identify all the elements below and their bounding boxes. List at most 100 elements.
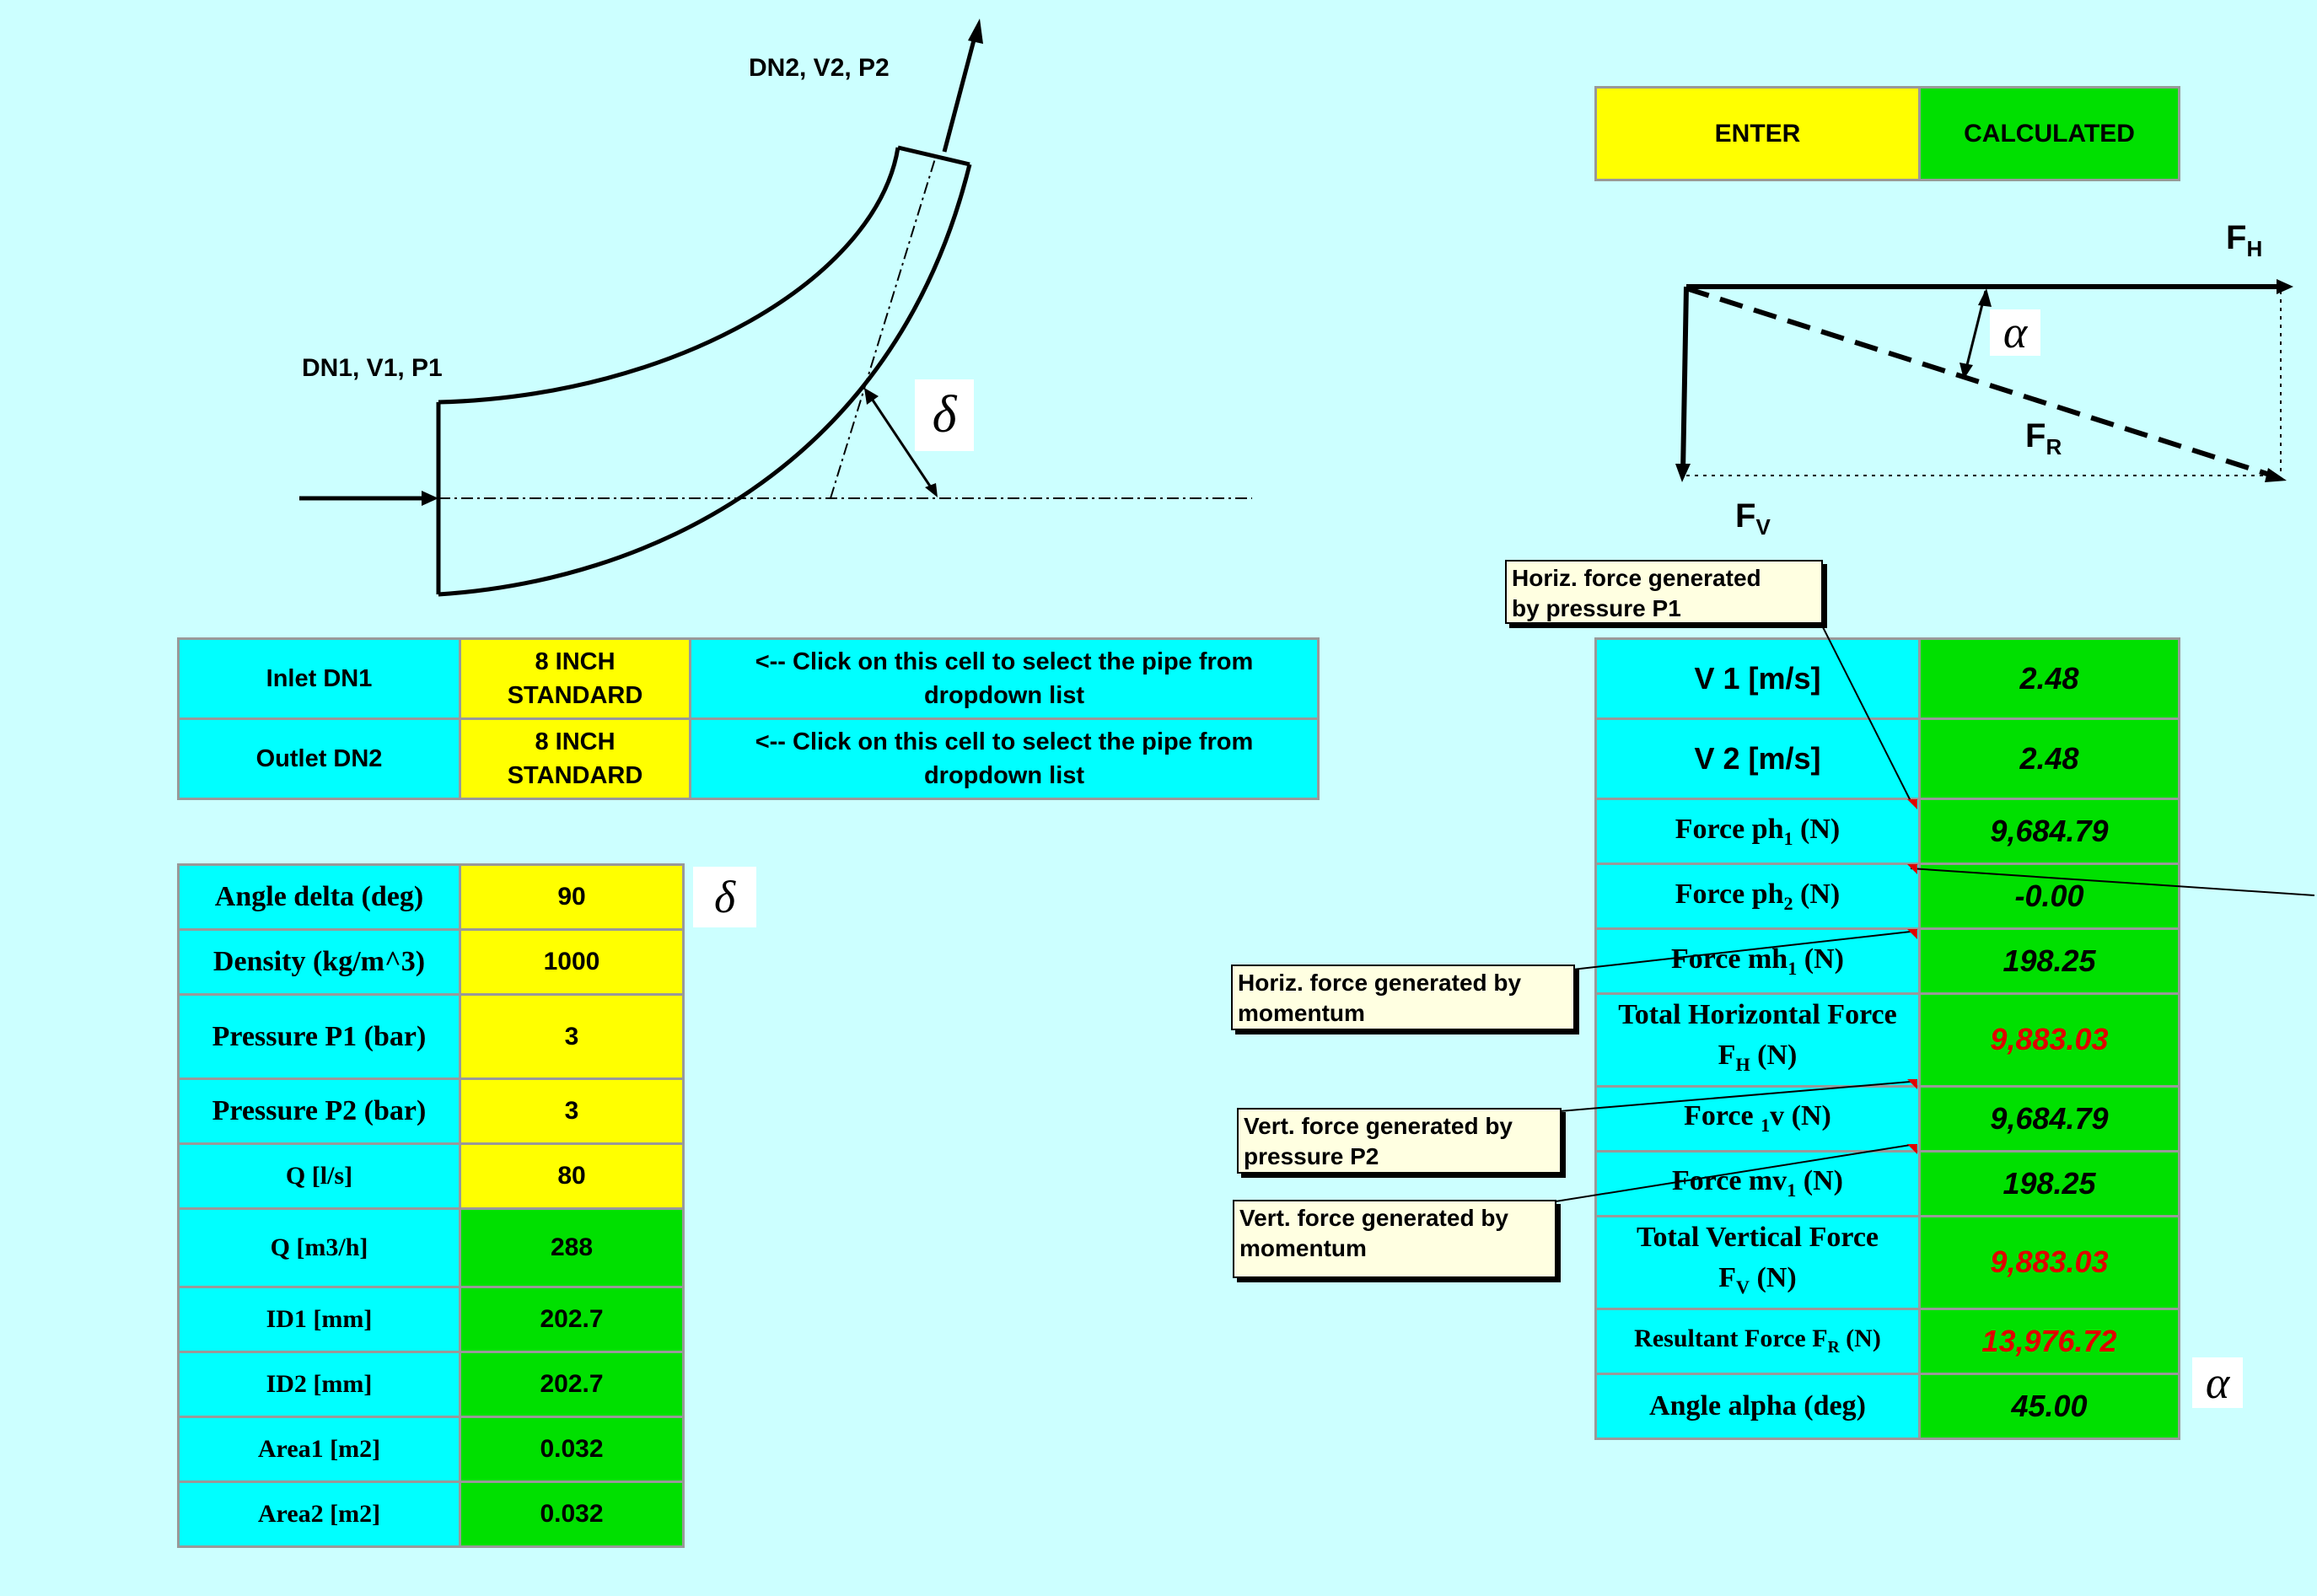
outlet-dn2-size: 8 INCH — [535, 728, 616, 755]
angle-alpha-value: 45.00 — [1918, 1372, 2180, 1440]
fv-arrow-head — [1675, 464, 1691, 482]
area2-value: 0.032 — [459, 1480, 685, 1548]
area1-label: Area1 [m2] — [177, 1416, 461, 1483]
force-ph2-value: -0.00 — [1918, 862, 2180, 930]
v1-value: 2.48 — [1918, 637, 2180, 720]
id2-value: 202.7 — [459, 1351, 685, 1418]
outlet-dn2-label: Outlet DN2 — [177, 717, 461, 800]
comment-horiz-pressure-line2: by pressure P1 — [1512, 595, 1681, 621]
legend-table: ENTER CALCULATED — [1594, 86, 2180, 181]
force-1v-label: Force 1v (N) — [1594, 1084, 1921, 1153]
outlet-hint-line1: <-- Click on this cell to select the pip… — [755, 728, 1254, 755]
leader-horiz-pressure — [1820, 623, 1911, 802]
fv-label: FV — [1735, 497, 1771, 540]
total-vertical-force-label: Total Vertical Force FV (N) — [1594, 1214, 1921, 1310]
outlet-label: DN2, V2, P2 — [749, 54, 890, 82]
fh-label: FH — [2226, 219, 2262, 262]
total-horizontal-force-line1: Total Horizontal Force — [1618, 999, 1897, 1030]
comment-horiz-momentum: Horiz. force generated by momentum — [1231, 965, 1575, 1030]
fv-cell-unit: (N) — [1750, 1261, 1797, 1293]
comment-marker-ph1 — [1907, 799, 1917, 809]
comment-horiz-momentum-line1: Horiz. force generated by — [1238, 970, 1522, 996]
inlet-dn1-select[interactable]: 8 INCH STANDARD — [459, 637, 691, 720]
leader-ph2 — [1910, 868, 2315, 896]
flow-m3h-label: Q [m3/h] — [177, 1207, 461, 1288]
inlet-label: DN1, V1, P1 — [302, 354, 443, 382]
resultant-force-value: 13,976.72 — [1918, 1307, 2180, 1375]
fv-subscript: V — [1755, 514, 1771, 540]
id1-value: 202.7 — [459, 1286, 685, 1353]
angle-alpha-label: Angle alpha (deg) — [1594, 1372, 1921, 1440]
comment-marker-1v — [1907, 1079, 1917, 1089]
force-mh1-unit: (N) — [1797, 943, 1844, 975]
fr-label: FR — [2025, 417, 2062, 460]
total-horizontal-force-line2: FH (N) — [1600, 1035, 1915, 1085]
comment-horiz-pressure-line1: Horiz. force generated — [1512, 565, 1761, 591]
outlet-dn2-select[interactable]: 8 INCH STANDARD — [459, 717, 691, 800]
force-mv1-unit: (N) — [1796, 1165, 1843, 1197]
outlet-axis-line — [830, 155, 937, 499]
delta-symbol-box: δ — [915, 379, 974, 451]
flow-ls-input[interactable]: 80 — [459, 1142, 685, 1210]
bend-inner-wall — [438, 147, 900, 405]
comment-vert-pressure-line2: pressure P2 — [1244, 1143, 1379, 1169]
fh-cell-sub: H — [1735, 1053, 1750, 1075]
v2-label: V 2 [m/s] — [1594, 717, 1921, 800]
delta-arrow-head-a — [864, 388, 879, 405]
alpha-arrow-head-top — [1978, 288, 1992, 307]
inlet-dn1-hint: <-- Click on this cell to select the pip… — [689, 637, 1320, 720]
fh-subscript: H — [2246, 236, 2263, 261]
force-vector-diagram — [1675, 279, 2293, 482]
fv-letter: F — [1735, 497, 1756, 535]
flow-ls-label: Q [l/s] — [177, 1142, 461, 1210]
total-vertical-force-line1: Total Vertical Force — [1636, 1221, 1879, 1253]
comment-vert-momentum: Vert. force generated by momentum — [1233, 1200, 1556, 1278]
area1-value: 0.032 — [459, 1416, 685, 1483]
pressure-p2-label: Pressure P2 (bar) — [177, 1077, 461, 1145]
legend-enter: ENTER — [1594, 86, 1921, 181]
outlet-dn2-schedule: STANDARD — [507, 762, 643, 789]
outlet-face — [897, 145, 970, 167]
inlet-dn1-size: 8 INCH — [535, 648, 616, 675]
fr-letter: F — [2025, 417, 2046, 454]
resultant-force-unit: (N) — [1839, 1325, 1881, 1353]
comment-marker-mh1 — [1907, 929, 1917, 939]
outlet-hint-line2: dropdown list — [923, 762, 1085, 789]
force-mh1-sub: 1 — [1787, 957, 1798, 979]
force-ph2-unit: (N) — [1793, 878, 1841, 910]
force-1v-value: 9,684.79 — [1918, 1084, 2180, 1153]
density-input[interactable]: 1000 — [459, 928, 685, 996]
delta-arrow-head-b — [925, 483, 938, 497]
fr-subscript: R — [2046, 434, 2062, 459]
alpha-symbol-box: α — [1990, 309, 2040, 356]
force-mv1-sub: 1 — [1787, 1180, 1797, 1201]
leader-horiz-momentum — [1572, 931, 1911, 970]
fr-vector — [1685, 286, 2273, 478]
total-vertical-force-value: 9,883.03 — [1918, 1214, 2180, 1310]
force-ph1-sub: 1 — [1783, 827, 1793, 849]
pressure-p1-input[interactable]: 3 — [459, 993, 685, 1080]
area2-label: Area2 [m2] — [177, 1480, 461, 1548]
force-ph2-label: Force ph2 (N) — [1594, 862, 1921, 930]
inlet-dn1-schedule: STANDARD — [507, 682, 643, 709]
total-horizontal-force-label: Total Horizontal Force FH (N) — [1594, 992, 1921, 1088]
id2-label: ID2 [mm] — [177, 1351, 461, 1418]
delta-symbol-cell: δ — [693, 867, 756, 927]
inlet-arrow-head — [422, 491, 438, 506]
force-mv1-text: Force mv — [1672, 1165, 1787, 1197]
pipe-bend-diagram — [299, 19, 1252, 597]
force-mv1-label: Force mv1 (N) — [1594, 1149, 1921, 1217]
id1-label: ID1 [mm] — [177, 1286, 461, 1353]
alpha-arrow-head-bottom — [1960, 363, 1973, 379]
outlet-dn2-hint: <-- Click on this cell to select the pip… — [689, 717, 1320, 800]
force-1v-unit: v (N) — [1770, 1100, 1831, 1132]
angle-delta-input[interactable]: 90 — [459, 863, 685, 931]
force-ph2-text: Force ph — [1675, 878, 1784, 910]
force-ph1-value: 9,684.79 — [1918, 798, 2180, 865]
pressure-p1-label: Pressure P1 (bar) — [177, 993, 461, 1080]
v1-label: V 1 [m/s] — [1594, 637, 1921, 720]
input-table: Angle delta (deg) 90 Density (kg/m^3) 10… — [177, 863, 685, 1548]
total-horizontal-force-value: 9,883.03 — [1918, 992, 2180, 1088]
pressure-p2-input[interactable]: 3 — [459, 1077, 685, 1145]
